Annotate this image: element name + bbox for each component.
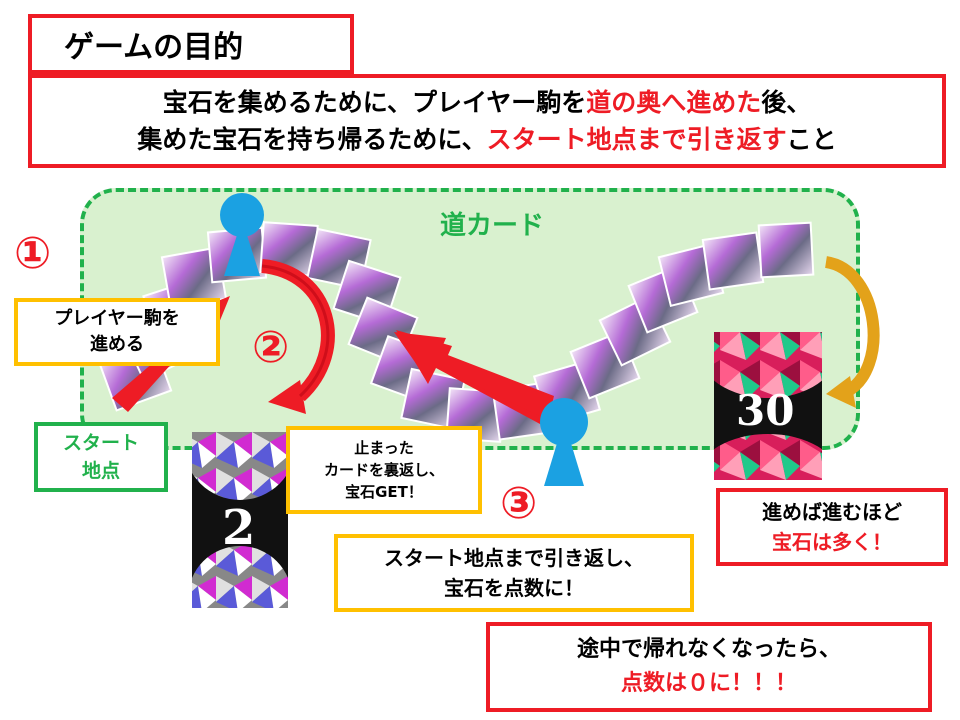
callout-text: 止まった xyxy=(354,439,414,457)
callout-text: 進めば進むほど xyxy=(762,500,902,524)
gem-card-small xyxy=(192,432,288,608)
goal-highlight: 道の奥へ進めた xyxy=(586,88,762,117)
arrow-flip-card xyxy=(261,259,335,414)
goal-highlight: スタート地点まで引き返す xyxy=(486,125,787,154)
goal-text: 集めた宝石を持ち帰るために、 xyxy=(137,125,487,154)
goal-text: こと xyxy=(786,125,837,154)
arrow-return xyxy=(394,330,554,424)
step-3-callout: スタート地点まで引き返し、 宝石を点数に！ xyxy=(334,534,694,612)
goal-statement: 宝石を集めるために、プレイヤー駒を道の奥へ進めた後、 集めた宝石を持ち帰るために… xyxy=(28,74,946,168)
goal-text: 後、 xyxy=(761,88,812,117)
callout-text: 宝石を点数に！ xyxy=(444,576,584,600)
road-card xyxy=(757,221,815,279)
gem-card-large xyxy=(714,332,822,480)
step-2-number: ② xyxy=(252,322,290,373)
callout-highlight: 点数は０に！！！ xyxy=(620,671,797,696)
gem-card-large-value: 30 xyxy=(736,386,795,435)
goal-text: 宝石を集めるために、プレイヤー駒を xyxy=(162,88,587,117)
callout-text: 地点 xyxy=(81,460,120,482)
road-card-label: 道カード xyxy=(440,211,545,241)
arrow-reveal-gem xyxy=(824,256,880,408)
page-title: ゲームの目的 xyxy=(28,14,354,74)
callout-text: スタート地点まで引き返し、 xyxy=(384,546,644,570)
callout-text: スタート xyxy=(62,432,139,454)
zero-points-warning: 途中で帰れなくなったら、 点数は０に！！！ xyxy=(486,622,932,712)
callout-text: 進める xyxy=(90,334,144,355)
gem-card-small-value: 2 xyxy=(222,500,256,556)
player-piece-bottom xyxy=(540,398,588,486)
step-3-number: ③ xyxy=(500,478,538,529)
step-1-number: ① xyxy=(14,228,52,279)
callout-text: カードを裏返し、 xyxy=(323,461,444,479)
more-gems-callout: 進めば進むほど 宝石は多く！ xyxy=(716,488,948,566)
callout-text: 途中で帰れなくなったら、 xyxy=(576,637,841,662)
player-piece-top xyxy=(220,193,264,276)
road-card xyxy=(701,231,765,291)
callout-text: 宝石GET！ xyxy=(345,483,423,501)
step-2-callout: 止まった カードを裏返し、 宝石GET！ xyxy=(286,426,482,514)
step-1-callout: プレイヤー駒を 進める xyxy=(14,298,220,366)
callout-text: プレイヤー駒を xyxy=(54,308,180,329)
callout-highlight: 宝石は多く！ xyxy=(772,530,892,554)
start-point-label: スタート 地点 xyxy=(34,422,168,492)
